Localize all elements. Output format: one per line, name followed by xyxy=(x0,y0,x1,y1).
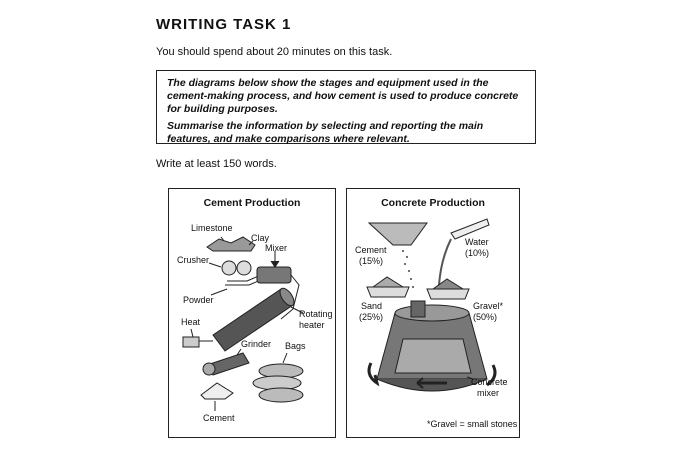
label-clay: Clay xyxy=(251,233,270,243)
label-concrete: Concrete xyxy=(471,377,508,387)
label-water-percent: (10%) xyxy=(465,248,490,258)
word-count-instruction: Write at least 150 words. xyxy=(156,158,277,170)
page-title: WRITING TASK 1 xyxy=(156,16,292,33)
label-cement-percent: (15%) xyxy=(359,256,384,266)
label-sand: Sand xyxy=(361,301,383,311)
task-description: The diagrams below show the stages and e… xyxy=(167,77,519,115)
label-cement: Cement xyxy=(355,245,387,255)
cement-panel-title: Cement Production xyxy=(203,197,301,209)
label-water: Water xyxy=(465,237,489,247)
label-cement: Cement xyxy=(203,413,235,423)
label-crusher: Crusher xyxy=(177,255,210,265)
concrete-process-illustration xyxy=(366,218,497,392)
footnote: *Gravel = small stones xyxy=(427,419,518,429)
label-limestone: Limestone xyxy=(191,223,233,233)
concrete-production-panel: Concrete Production xyxy=(346,188,520,438)
concrete-panel-title: Concrete Production xyxy=(381,197,485,209)
label-heater: heater xyxy=(299,320,325,330)
label-mixer: Mixer xyxy=(265,243,287,253)
label-gravel-percent: (50%) xyxy=(473,312,498,322)
task-instruction: Summarise the information by selecting a… xyxy=(167,120,484,145)
cement-production-panel: Cement Production xyxy=(168,188,336,438)
task-box: The diagrams below show the stages and e… xyxy=(156,70,536,145)
label-powder: Powder xyxy=(183,295,214,305)
label-rotating: Rotating xyxy=(299,309,333,319)
label-heat: Heat xyxy=(181,317,201,327)
cement-process-illustration xyxy=(182,236,304,411)
label-grinder: Grinder xyxy=(241,339,272,349)
label-sand-percent: (25%) xyxy=(359,312,384,322)
label-gravel: Gravel* xyxy=(473,301,504,311)
label-mixer: mixer xyxy=(477,388,499,398)
label-bags: Bags xyxy=(285,341,306,351)
time-instruction: You should spend about 20 minutes on thi… xyxy=(156,46,393,58)
